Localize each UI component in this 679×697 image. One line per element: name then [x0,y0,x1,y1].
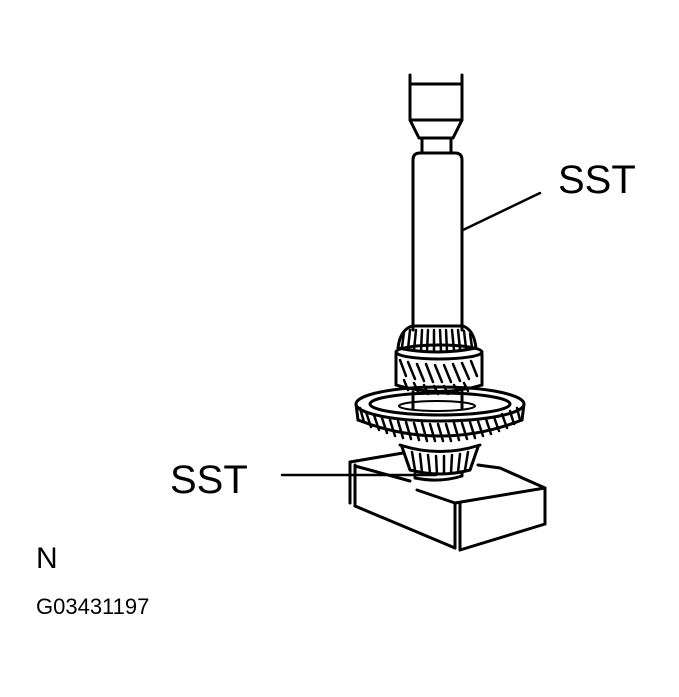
upper-bearing [396,324,478,354]
callout-sst-bottom: SST [170,458,248,502]
view-label: N [36,542,58,575]
press-tool-head [408,73,464,155]
lower-bearing [398,443,482,476]
sst-top-leader-line [461,191,542,232]
press-tool-shaft [411,151,464,332]
large-helical-gear [354,385,526,443]
small-helical-gear [394,343,484,410]
figure-id: G03431197 [36,594,150,619]
callout-sst-top: SST [558,158,636,202]
lower-sst-adapter [413,470,464,482]
support-block [348,451,547,552]
